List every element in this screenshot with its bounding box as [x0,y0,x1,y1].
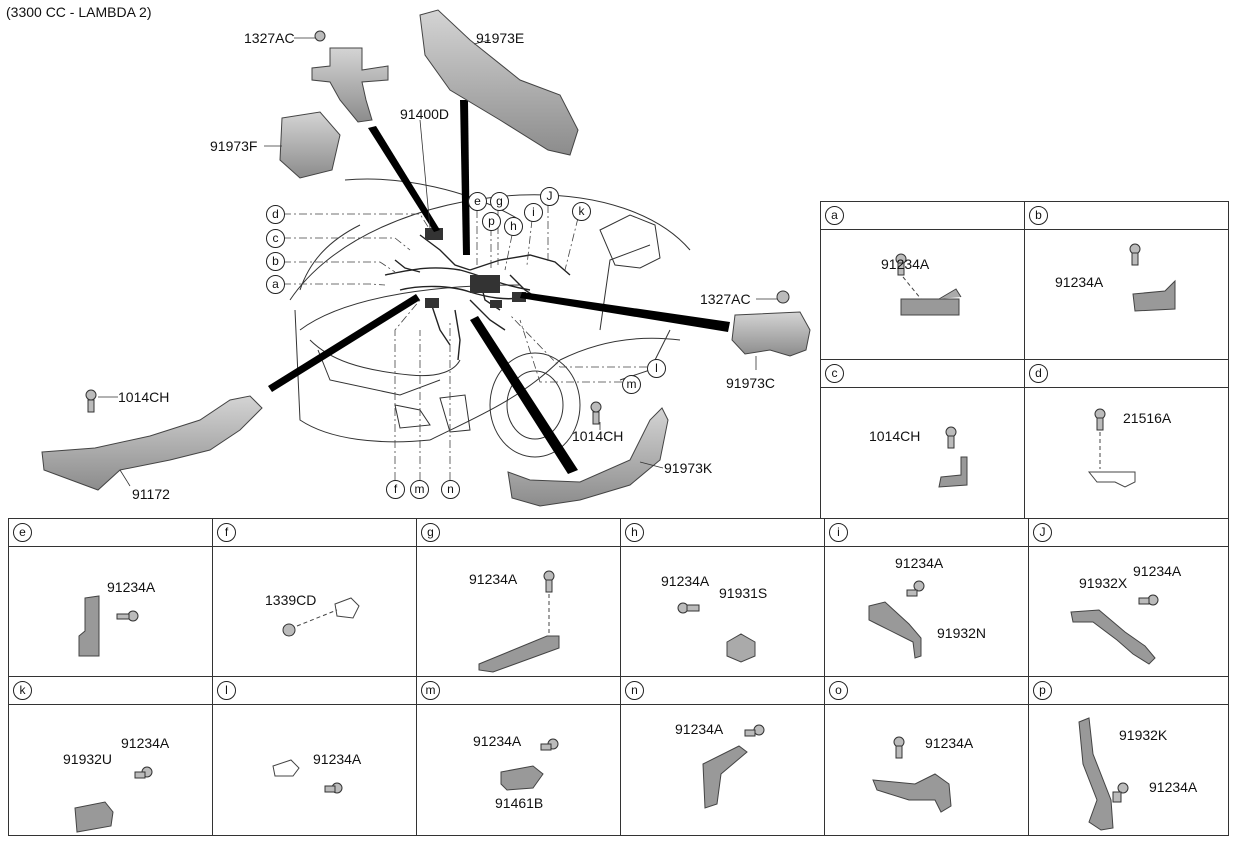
detail-p-drawing [1078,717,1129,831]
detail-b-part-1: 91234A [1055,274,1104,290]
detail-key-o: o [829,681,848,700]
detail-i-part-2: 91932N [937,625,987,641]
label-1014ch-mid: 1014CH [572,428,624,444]
main-exploded-diagram [41,9,811,507]
detail-cell-m: m 91234A 91461B [416,676,621,836]
callout-g[interactable]: g [490,192,509,211]
detail-cell-g: g 91234A [416,518,621,677]
detail-n-part-1: 91234A [675,721,724,737]
detail-m-part-1: 91234A [473,733,522,749]
detail-cell-b: b 91234A [1024,201,1229,360]
detail-h-part-2: 91931S [719,585,768,601]
detail-i-drawing [868,580,925,659]
detail-j-part-1: 91932X [1079,575,1128,591]
detail-cell-j: J 91932X 91234A [1028,518,1229,677]
detail-h-part-1: 91234A [661,573,710,589]
callout-k[interactable]: k [572,202,591,221]
detail-key-f: f [217,523,236,542]
detail-cell-f: f 1339CD [212,518,417,677]
detail-key-i: i [829,523,848,542]
callout-f[interactable]: f [386,480,405,499]
detail-key-p: p [1033,681,1052,700]
detail-h-drawing [677,602,756,663]
label-91973c: 91973C [726,375,776,391]
page-title: (3300 CC - LAMBDA 2) [6,4,152,20]
detail-g-part-1: 91234A [469,571,518,587]
detail-key-n: n [625,681,644,700]
label-91973e: 91973E [476,30,525,46]
part-91973e-shape [419,9,579,156]
detail-key-k: k [13,681,32,700]
detail-key-e: e [13,523,32,542]
label-1327ac-right: 1327AC [700,291,751,307]
detail-a-part-1: 91234A [881,256,930,272]
detail-key-g: g [421,523,440,542]
callout-m-right[interactable]: m [622,375,641,394]
detail-c-part-1: 1014CH [869,428,921,444]
detail-k-drawing [74,766,153,833]
detail-e-part-1: 91234A [107,579,156,595]
label-91172: 91172 [132,486,170,502]
label-91973k: 91973K [664,460,713,476]
callout-b[interactable]: b [266,252,285,271]
detail-key-l: l [217,681,236,700]
detail-f-drawing [282,597,360,637]
callout-e[interactable]: e [468,192,487,211]
callout-d[interactable]: d [266,205,285,224]
detail-cell-e: e 91234A [8,518,213,677]
detail-cell-l: l 91234A [212,676,417,836]
callout-c[interactable]: c [266,229,285,248]
detail-g-drawing [478,570,560,673]
detail-n-drawing [702,724,765,809]
callout-i[interactable]: i [524,203,543,222]
detail-cell-n: n 91234A [620,676,825,836]
detail-j-drawing [1070,594,1159,665]
detail-p-part-2: 91234A [1149,779,1198,795]
callout-j[interactable]: J [540,187,559,206]
callout-p[interactable]: p [482,212,501,231]
detail-cell-c: c 1014CH [820,359,1025,519]
detail-cell-d: d 21516A [1024,359,1229,519]
detail-cell-a: a 91234A [820,201,1025,360]
label-91400d: 91400D [400,106,450,122]
callout-h[interactable]: h [504,217,523,236]
detail-l-drawing [272,759,343,794]
detail-e-drawing [78,595,139,657]
callout-a[interactable]: a [266,275,285,294]
detail-key-m: m [421,681,440,700]
callout-n[interactable]: n [441,480,460,499]
detail-o-part-1: 91234A [925,735,974,751]
detail-key-a: a [825,206,844,225]
detail-cell-i: i 91234A 91932N [824,518,1029,677]
detail-f-part-1: 1339CD [265,592,317,608]
detail-key-b: b [1029,206,1048,225]
detail-d-drawing [1087,408,1136,488]
detail-cell-h: h 91234A 91931S [620,518,825,677]
detail-p-part-1: 91932K [1119,727,1168,743]
detail-m-drawing [500,738,559,791]
detail-d-part-1: 21516A [1123,410,1172,426]
label-91973f: 91973F [210,138,258,154]
detail-key-c: c [825,364,844,383]
detail-cell-o: o 91234A [824,676,1029,836]
detail-cell-p: p 91932K 91234A [1028,676,1229,836]
detail-cell-k: k 91932U 91234A [8,676,213,836]
detail-j-part-2: 91234A [1133,563,1182,579]
detail-key-d: d [1029,364,1048,383]
detail-k-part-1: 91932U [63,751,113,767]
detail-o-drawing [872,736,952,813]
detail-m-part-2: 91461B [495,795,544,811]
detail-b-drawing [1129,243,1176,312]
detail-key-h: h [625,523,644,542]
detail-a-drawing [895,253,962,316]
detail-k-part-2: 91234A [121,735,170,751]
label-1014ch-left: 1014CH [118,389,170,405]
detail-key-j: J [1033,523,1052,542]
detail-i-part-1: 91234A [895,555,944,571]
detail-l-part-1: 91234A [313,751,362,767]
label-1327ac-top: 1327AC [244,30,295,46]
callout-l[interactable]: l [647,359,666,378]
callout-m-bottom[interactable]: m [410,480,429,499]
detail-c-drawing [938,426,968,488]
